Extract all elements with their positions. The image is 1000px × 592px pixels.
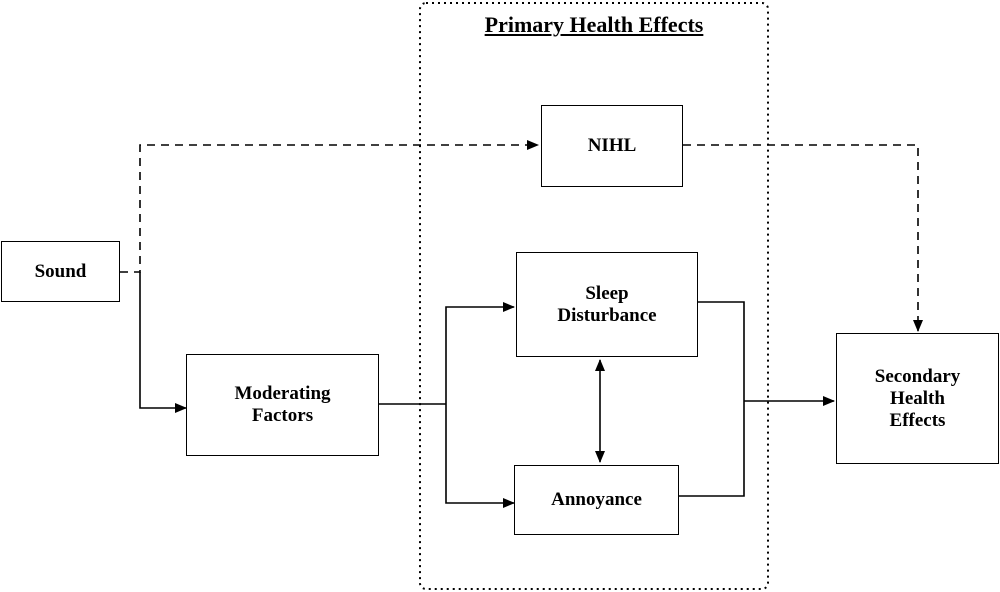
primary-effects-region: [419, 2, 769, 590]
node-nihl: NIHL: [541, 105, 683, 187]
node-sleep-disturbance: Sleep Disturbance: [516, 252, 698, 357]
edge-sound-moderating: [139, 272, 187, 413]
node-sound: Sound: [1, 241, 120, 302]
node-secondary-health-effects: Secondary Health Effects: [836, 333, 999, 464]
primary-effects-title: Primary Health Effects: [484, 12, 704, 37]
edge-nihl-secondary: [683, 144, 923, 332]
edge-sound-nihl: [120, 140, 539, 273]
edge-moderating-sleep: [445, 302, 515, 404]
node-annoyance: Annoyance: [514, 465, 679, 535]
node-moderating-factors: Moderating Factors: [186, 354, 379, 456]
edge-moderating-annoyance: [445, 404, 515, 508]
edge-sleep-secondary: [679, 301, 745, 497]
